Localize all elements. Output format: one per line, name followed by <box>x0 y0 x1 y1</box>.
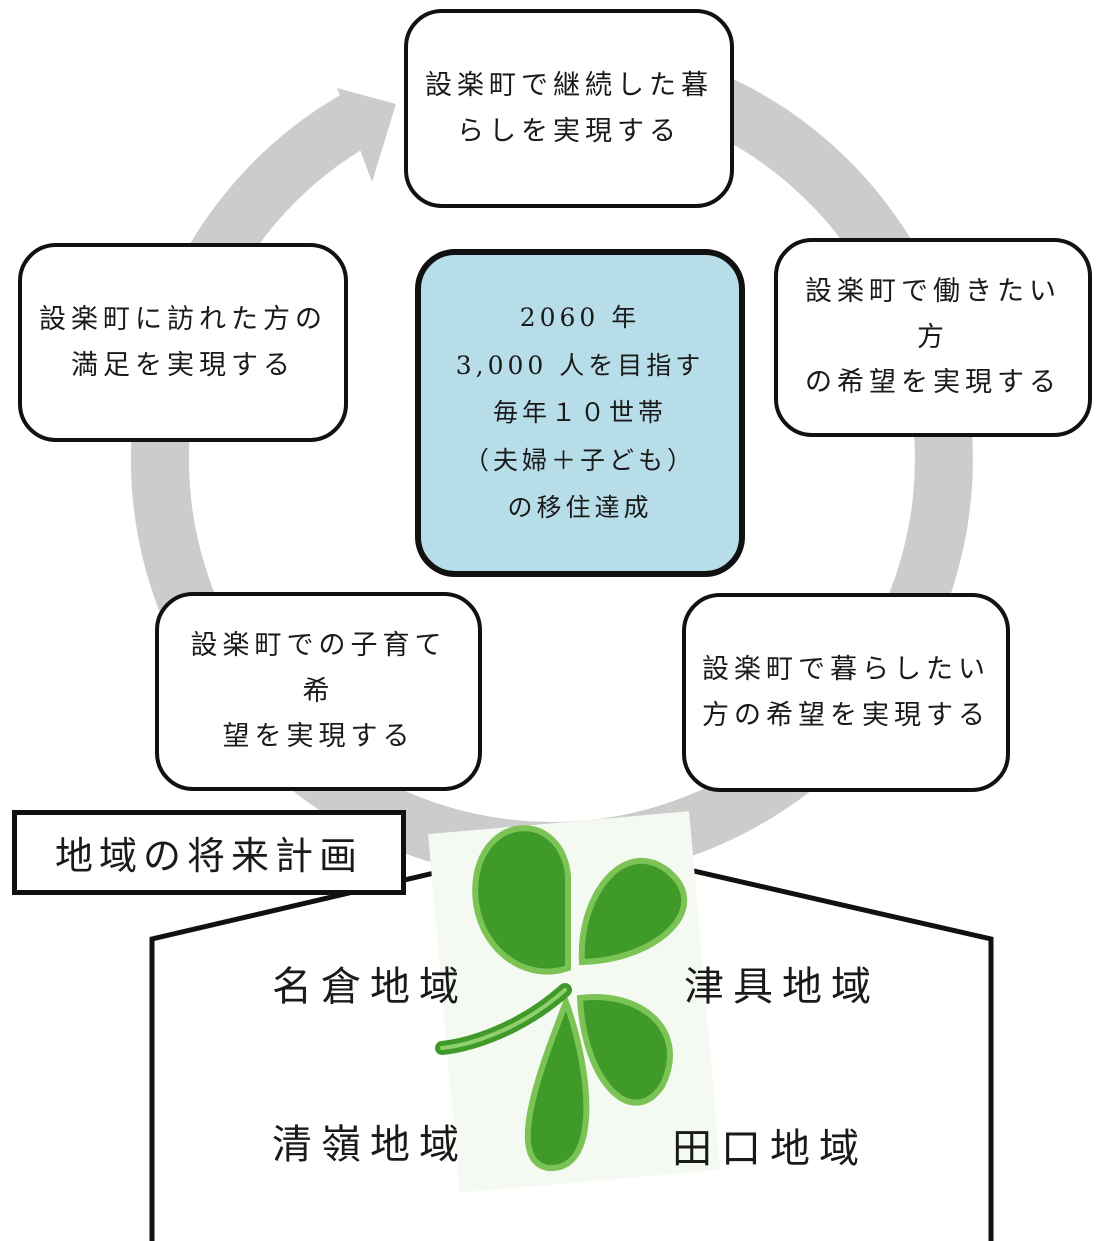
goal-household-type: （夫婦＋子ども） <box>463 445 696 475</box>
goal-box: 2060 年 3,000 人を目指す 毎年１０世帯 （夫婦＋子ども） の移住達成 <box>415 249 745 577</box>
goal-population: 3,000 人を目指す <box>455 350 705 380</box>
cycle-box-childcare: 設楽町での子育て希望を実現する <box>155 592 482 791</box>
region-taguchi: 田口地域 <box>672 1126 868 1172</box>
cycle-box-living: 設楽町で暮らしたい方の希望を実現する <box>682 593 1010 792</box>
cycle-box-continued-living: 設楽町で継続した暮らしを実現する <box>404 9 734 208</box>
goal-households: 毎年１０世帯 <box>492 398 667 428</box>
plan-title: 地域の将来計画 <box>12 810 406 895</box>
goal-achievement: の移住達成 <box>507 493 653 523</box>
region-nagura: 名倉地域 <box>272 964 468 1010</box>
region-tsugu: 津具地域 <box>684 964 880 1010</box>
goal-year: 2060 年 <box>519 303 641 333</box>
region-seirei: 清嶺地域 <box>272 1122 468 1168</box>
cycle-box-work: 設楽町で働きたい方の希望を実現する <box>774 238 1092 437</box>
cycle-box-visitors: 設楽町に訪れた方の満足を実現する <box>18 243 348 442</box>
